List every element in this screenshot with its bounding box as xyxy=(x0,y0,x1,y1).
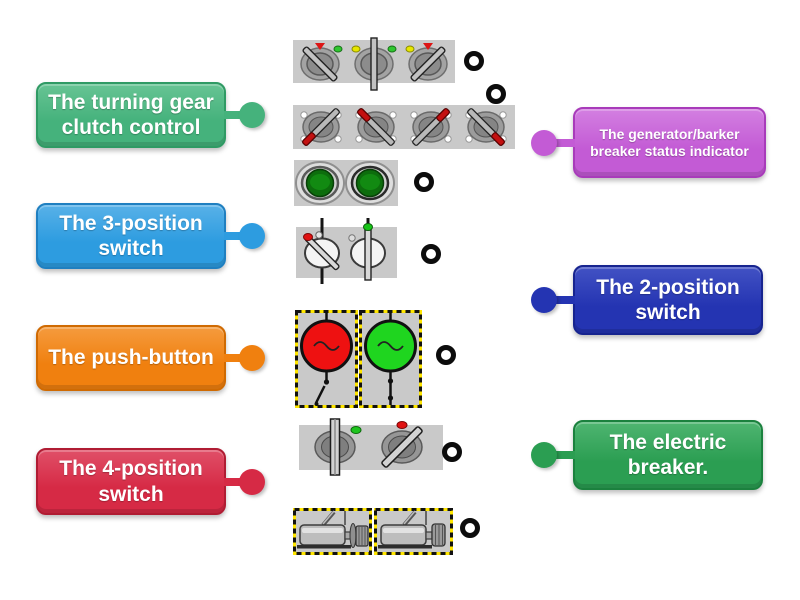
connector-knob xyxy=(239,102,265,128)
three-position-switch-pair-image xyxy=(296,218,397,284)
three-rotary-switches-image xyxy=(293,37,455,91)
label-electric-breaker[interactable]: The electric breaker. xyxy=(531,420,763,490)
connector-knob xyxy=(531,129,557,156)
push-button-symbols-image xyxy=(295,310,422,408)
label-4-position-switch[interactable]: The 4-position switch xyxy=(36,448,265,515)
label-text: The turning gear clutch control xyxy=(48,90,214,139)
answer-point-6[interactable] xyxy=(442,442,462,462)
connector-knob xyxy=(531,287,557,313)
four-rotary-switches-image xyxy=(293,105,515,149)
answer-point-7[interactable] xyxy=(460,518,480,538)
switch-pair-status-dots-image xyxy=(299,418,443,476)
answer-point-5[interactable] xyxy=(436,345,456,365)
label-generator-breaker-status-indicator[interactable]: The generator/barker breaker status indi… xyxy=(531,107,766,178)
label-text: The generator/barker breaker status indi… xyxy=(590,125,749,159)
connector-stem xyxy=(555,451,575,459)
connector-stem xyxy=(224,111,242,119)
connector-stem xyxy=(555,138,575,147)
label-push-button[interactable]: The push-button xyxy=(36,325,265,391)
answer-point-3[interactable] xyxy=(414,172,434,192)
label-text: The push-button xyxy=(48,346,214,370)
connector-stem xyxy=(224,232,242,240)
connector-knob xyxy=(239,468,265,495)
label-text: The 2-position switch xyxy=(596,275,740,324)
label-turning-gear-clutch-control[interactable]: The turning gear clutch control xyxy=(36,82,265,148)
label-text: The 4-position switch xyxy=(59,457,203,506)
connector-knob xyxy=(239,223,265,249)
label-text: The 3-position switch xyxy=(59,211,203,260)
label-2-position-switch[interactable]: The 2-position switch xyxy=(531,265,763,335)
connector-knob xyxy=(531,442,557,468)
label-3-position-switch[interactable]: The 3-position switch xyxy=(36,203,265,269)
connector-knob xyxy=(239,345,265,371)
connector-stem xyxy=(555,296,575,304)
label-text: The electric breaker. xyxy=(609,430,727,479)
answer-point-4[interactable] xyxy=(421,244,441,264)
answer-point-2[interactable] xyxy=(486,84,506,104)
connector-stem xyxy=(224,354,242,362)
green-indicator-lamps-image xyxy=(294,160,398,206)
turning-gear-clutch-motors-image xyxy=(293,508,453,555)
answer-point-1[interactable] xyxy=(464,51,484,71)
connector-stem xyxy=(224,477,242,486)
